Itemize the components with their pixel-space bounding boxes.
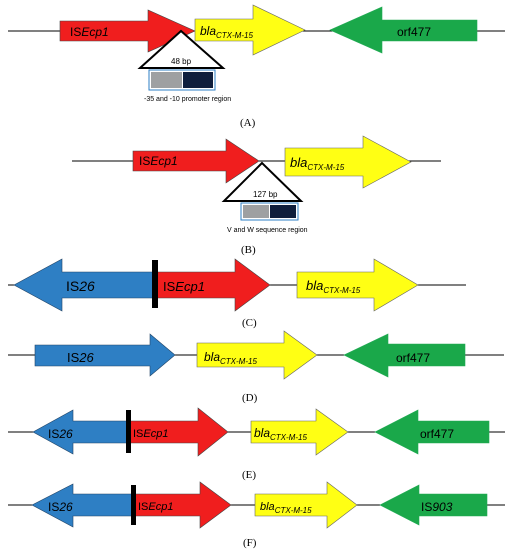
svg-text:ISEcp1: ISEcp1 bbox=[138, 501, 173, 513]
orf477-arrow bbox=[374, 409, 490, 455]
orf477-arrow bbox=[329, 6, 478, 54]
panel-c: IS26 ISEcp1 blaCTX-M-15 (C) bbox=[8, 258, 466, 329]
gene-label-italic: 26 bbox=[78, 350, 94, 365]
bla-label: bla bbox=[260, 501, 275, 513]
orf477-label: orf477 bbox=[397, 25, 431, 39]
gene-label-italic: Ecp1 bbox=[150, 154, 177, 168]
orf477-label: orf477 bbox=[396, 351, 430, 365]
svg-text:ISEcp1: ISEcp1 bbox=[70, 25, 109, 39]
svg-text:blaCTX-M-15: blaCTX-M-15 bbox=[290, 155, 345, 172]
insertion-size: 48 bp bbox=[171, 57, 192, 66]
svg-text:blaCTX-M-15: blaCTX-M-15 bbox=[200, 24, 253, 40]
panel-label-b: (B) bbox=[241, 244, 256, 256]
panel-label-f: (F) bbox=[243, 537, 257, 549]
bla-subscript: CTX-M-15 bbox=[216, 31, 253, 40]
bla-label: bla bbox=[200, 24, 216, 38]
gene-label-italic: 26 bbox=[58, 500, 73, 514]
bla-ctx-m-15-arrow bbox=[250, 408, 349, 456]
svg-text:ISEcp1: ISEcp1 bbox=[139, 154, 178, 168]
bla-ctx-m-15-arrow bbox=[296, 258, 419, 312]
bla-label: bla bbox=[290, 155, 307, 170]
bla-label: bla bbox=[204, 350, 220, 364]
bla-ctx-m-15-arrow bbox=[254, 481, 358, 529]
w-region-box bbox=[270, 205, 296, 218]
insertion-triangle bbox=[137, 29, 226, 69]
svg-text:blaCTX-M-15: blaCTX-M-15 bbox=[306, 278, 361, 295]
insertion-size: 127 bp bbox=[253, 190, 278, 199]
gene-label-prefix: IS bbox=[139, 154, 150, 168]
gene-label-prefix: IS bbox=[48, 500, 59, 514]
gene-label-prefix: IS bbox=[163, 279, 176, 294]
gene-label-italic: 26 bbox=[78, 278, 95, 294]
svg-text:IS26: IS26 bbox=[48, 500, 73, 514]
bla-ctx-m-15-arrow bbox=[284, 135, 412, 189]
svg-text:blaCTX-M-15: blaCTX-M-15 bbox=[204, 350, 257, 366]
panel-b: ISEcp1 blaCTX-M-15 127 bp V and W sequen… bbox=[72, 135, 441, 256]
gene-label-prefix: IS bbox=[67, 350, 80, 365]
bla-ctx-m-15-arrow bbox=[194, 4, 306, 56]
is903-arrow bbox=[379, 484, 488, 526]
svg-text:ISEcp1: ISEcp1 bbox=[133, 428, 168, 440]
panel-label-e: (E) bbox=[242, 469, 256, 481]
svg-text:IS26: IS26 bbox=[67, 350, 95, 365]
bla-label: bla bbox=[306, 278, 323, 293]
panel-f: IS26 ISEcp1 blaCTX-M-15 IS903 (F) bbox=[8, 481, 505, 549]
gene-label-italic: Ecp1 bbox=[148, 501, 173, 513]
panel-label-d: (D) bbox=[242, 392, 258, 404]
gene-label-prefix: IS bbox=[138, 501, 148, 513]
panel-e: IS26 ISEcp1 blaCTX-M-15 orf477 (E) bbox=[8, 407, 505, 481]
isecp1-arrow bbox=[133, 481, 232, 529]
bla-subscript: CTX-M-15 bbox=[220, 357, 257, 366]
gene-label-prefix: IS bbox=[66, 278, 79, 294]
panel-label-c: (C) bbox=[242, 317, 257, 329]
gene-label-italic: 26 bbox=[58, 427, 73, 441]
panel-d: IS26 blaCTX-M-15 orf477 (D) bbox=[8, 330, 504, 404]
bla-subscript: CTX-M-15 bbox=[270, 433, 307, 442]
svg-text:IS26: IS26 bbox=[66, 278, 95, 294]
insertion-caption: -35 and -10 promoter region bbox=[144, 96, 231, 103]
orf477-arrow bbox=[343, 333, 466, 378]
bla-ctx-m-15-arrow bbox=[196, 330, 318, 380]
orf477-label: orf477 bbox=[420, 427, 454, 441]
gene-label-prefix: IS bbox=[48, 427, 59, 441]
svg-text:blaCTX-M-15: blaCTX-M-15 bbox=[254, 426, 307, 442]
gene-label-prefix: IS bbox=[70, 25, 81, 39]
bla-subscript: CTX-M-15 bbox=[275, 506, 312, 515]
svg-text:IS26: IS26 bbox=[48, 427, 73, 441]
svg-text:IS903: IS903 bbox=[421, 500, 453, 514]
gene-label-italic: Ecp1 bbox=[81, 25, 108, 39]
bla-subscript: CTX-M-15 bbox=[323, 286, 360, 295]
junction-bar bbox=[152, 260, 158, 308]
svg-text:blaCTX-M-15: blaCTX-M-15 bbox=[260, 501, 312, 515]
junction-bar bbox=[131, 485, 136, 525]
gene-label-prefix: IS bbox=[133, 428, 143, 440]
panel-label-a: (A) bbox=[240, 117, 256, 129]
bla-subscript: CTX-M-15 bbox=[307, 163, 344, 172]
isecp1-arrow bbox=[127, 407, 229, 457]
is26-arrow bbox=[34, 333, 176, 377]
gene-label-italic: Ecp1 bbox=[175, 279, 205, 294]
bla-label: bla bbox=[254, 426, 270, 440]
svg-text:ISEcp1: ISEcp1 bbox=[163, 279, 205, 294]
insertion-triangle bbox=[221, 161, 304, 202]
v-region-box bbox=[243, 205, 269, 218]
gene-label-italic: 903 bbox=[432, 500, 452, 514]
gene-label-italic: Ecp1 bbox=[143, 428, 168, 440]
isecp1-arrow bbox=[154, 258, 271, 312]
promoter-minus10-box bbox=[183, 72, 213, 88]
promoter-minus35-box bbox=[151, 72, 182, 88]
junction-bar bbox=[126, 410, 131, 453]
gene-label-prefix: IS bbox=[421, 500, 432, 514]
isecp1-arrow bbox=[132, 138, 260, 184]
insertion-caption: V and W sequence region bbox=[227, 227, 308, 234]
panel-a: ISEcp1 blaCTX-M-15 orf477 48 bp -35 and … bbox=[8, 4, 505, 129]
